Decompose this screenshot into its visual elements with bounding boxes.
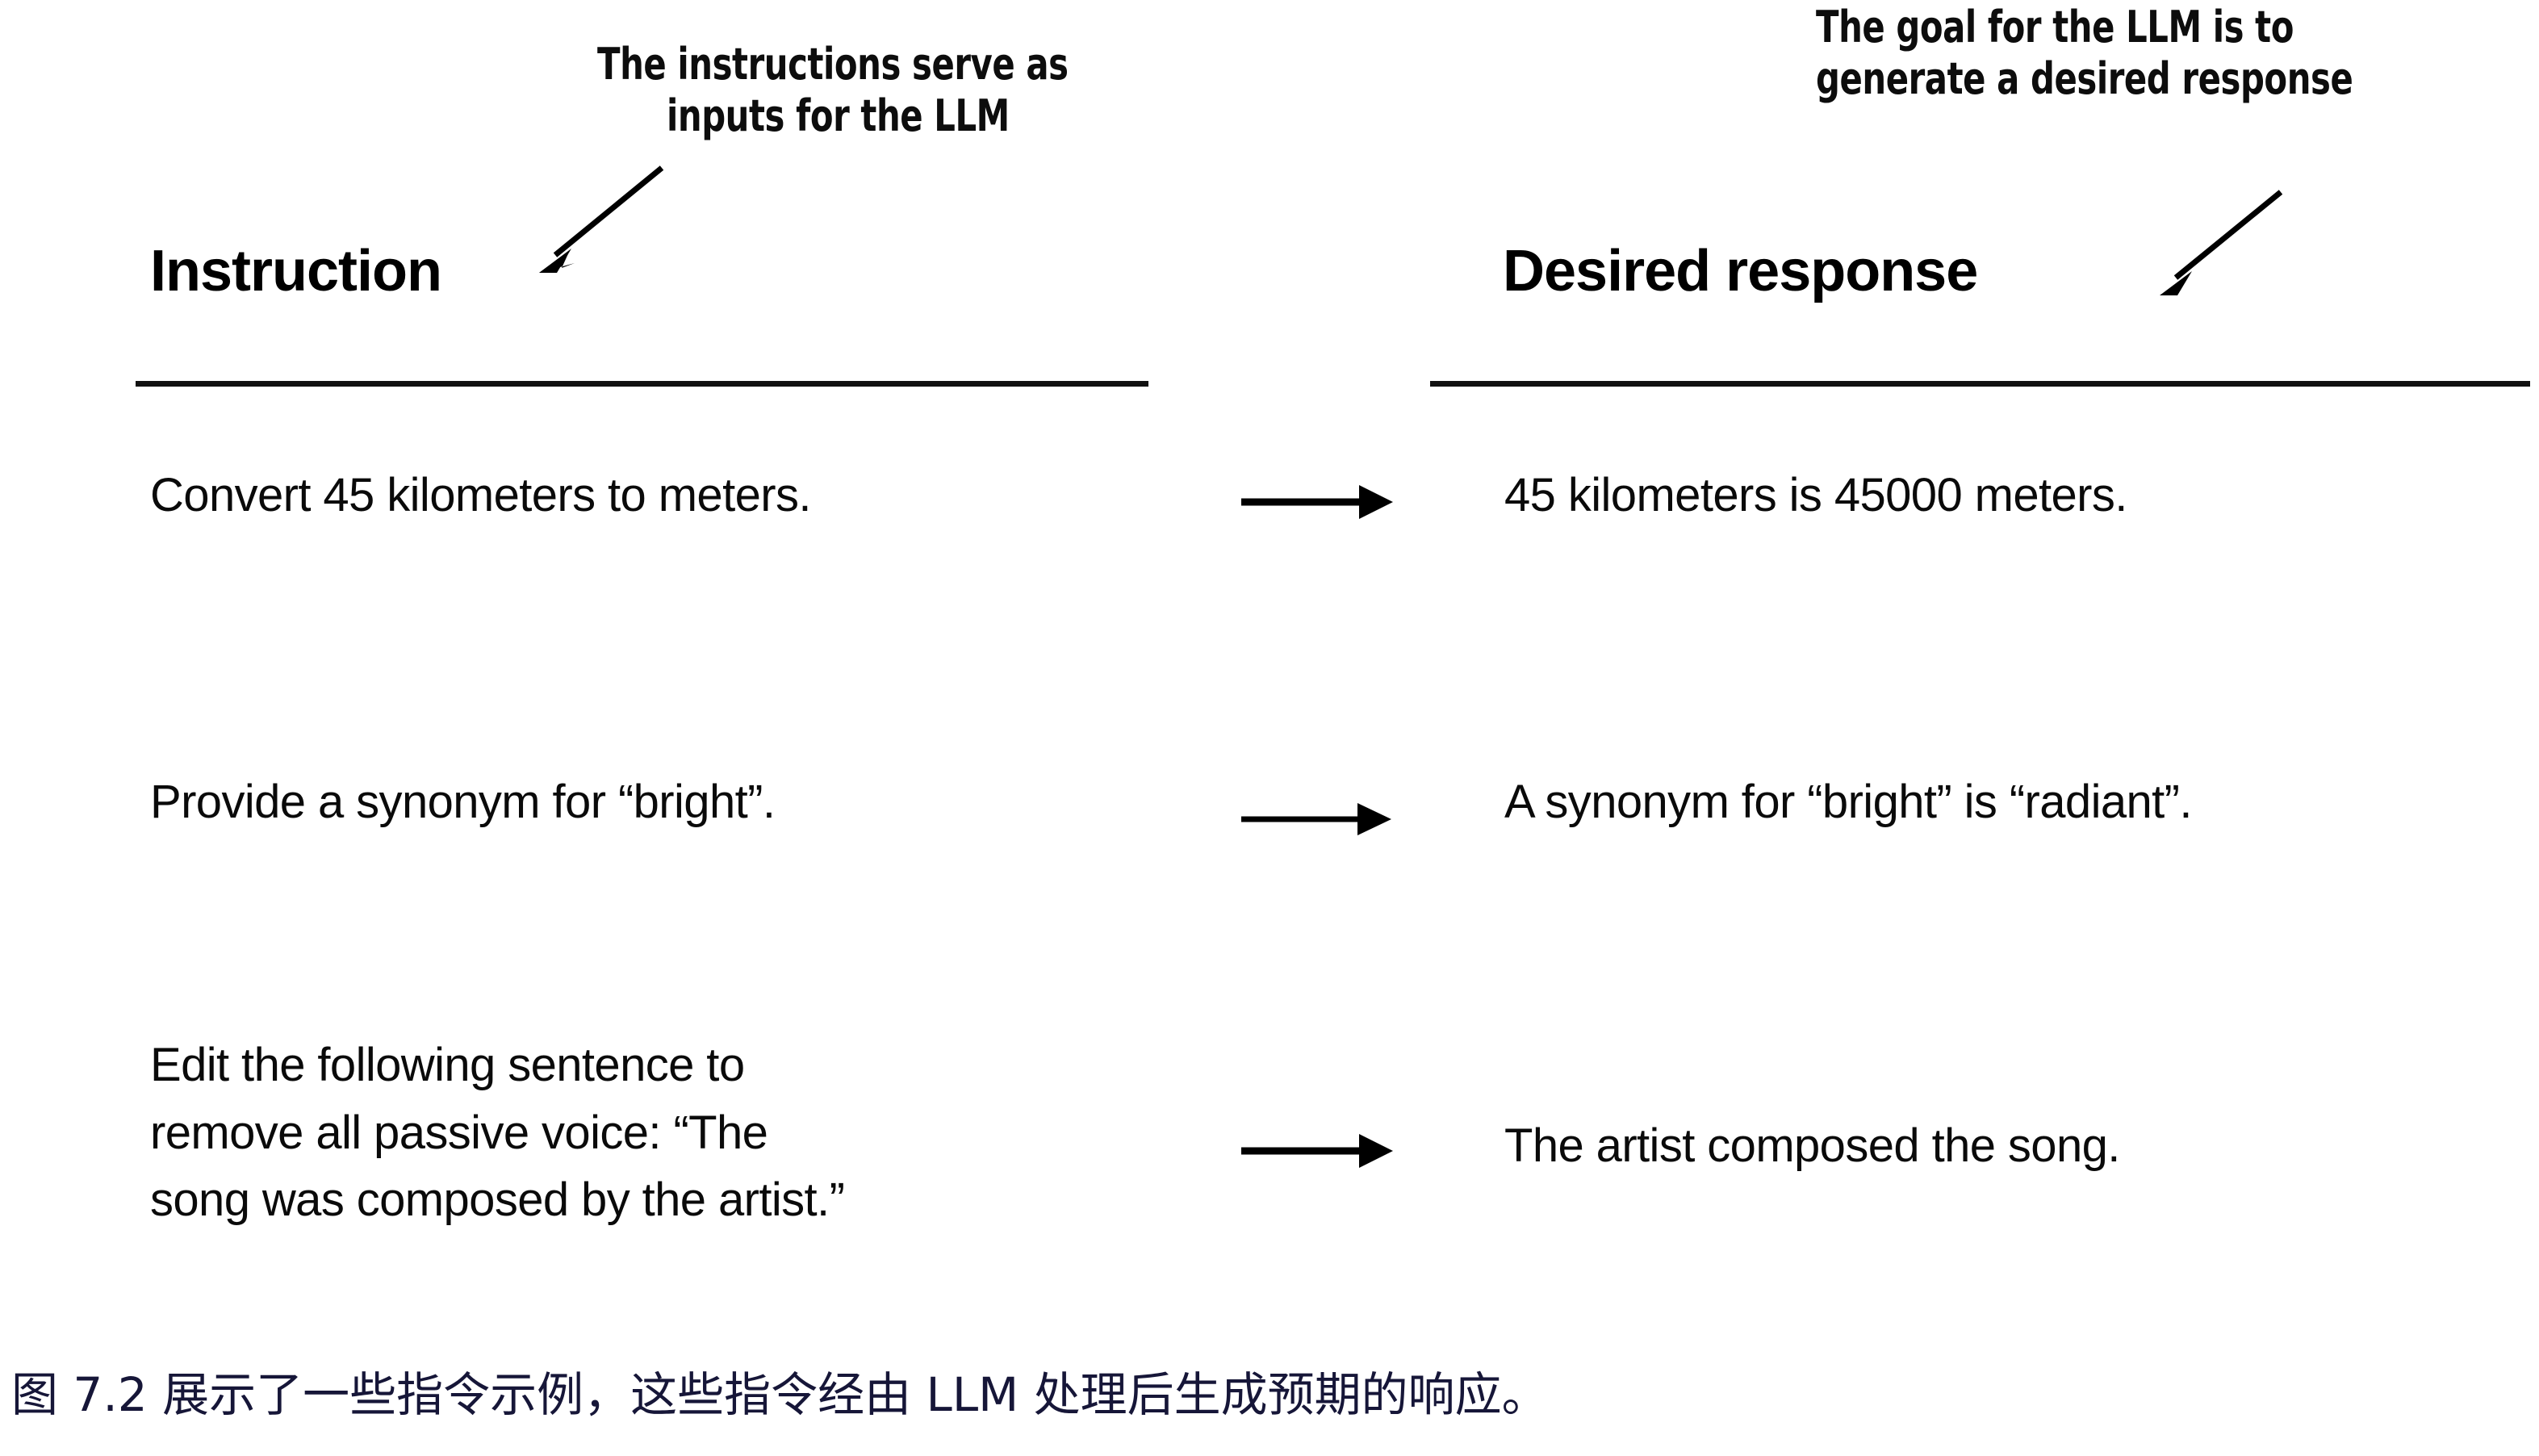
arrow-right-icon	[1240, 484, 1401, 519]
annotation-response-line-1: The goal for the LLM is to	[1816, 2, 2294, 52]
diagonal-arrow-down-left-icon	[2153, 182, 2294, 303]
arrow-right-icon	[1240, 1133, 1401, 1168]
header-divider-right	[1430, 381, 2530, 387]
instruction-cell: Edit the following sentence to remove al…	[150, 1039, 845, 1227]
column-header-desired-response: Desired response	[1503, 239, 1978, 303]
annotation-response-line-2: generate a desired response	[1816, 52, 2353, 104]
column-header-instruction: Instruction	[150, 239, 442, 303]
annotation-response-note: The goal for the LLM is to generate a de…	[1816, 2, 2353, 104]
figure-caption: 图 7.2 展示了一些指令示例，这些指令经由 LLM 处理后生成预期的响应。	[11, 1367, 1549, 1422]
response-cell: The artist composed the song.	[1504, 1119, 2120, 1172]
arrow-right-icon	[1240, 801, 1401, 835]
header-divider-left	[136, 381, 1148, 387]
instruction-cell: Convert 45 kilometers to meters.	[150, 469, 811, 521]
response-cell: 45 kilometers is 45000 meters.	[1504, 469, 2127, 521]
annotation-instruction-note: The instructions serve as inputs for the…	[597, 39, 1069, 141]
annotation-instruction-line-2: inputs for the LLM	[667, 90, 1010, 141]
annotation-instruction-line-1: The instructions serve as	[597, 39, 1069, 90]
diagonal-arrow-down-left-icon	[533, 160, 674, 281]
response-cell: A synonym for “bright” is “radiant”.	[1504, 776, 2193, 828]
instruction-cell: Provide a synonym for “bright”.	[150, 776, 776, 828]
